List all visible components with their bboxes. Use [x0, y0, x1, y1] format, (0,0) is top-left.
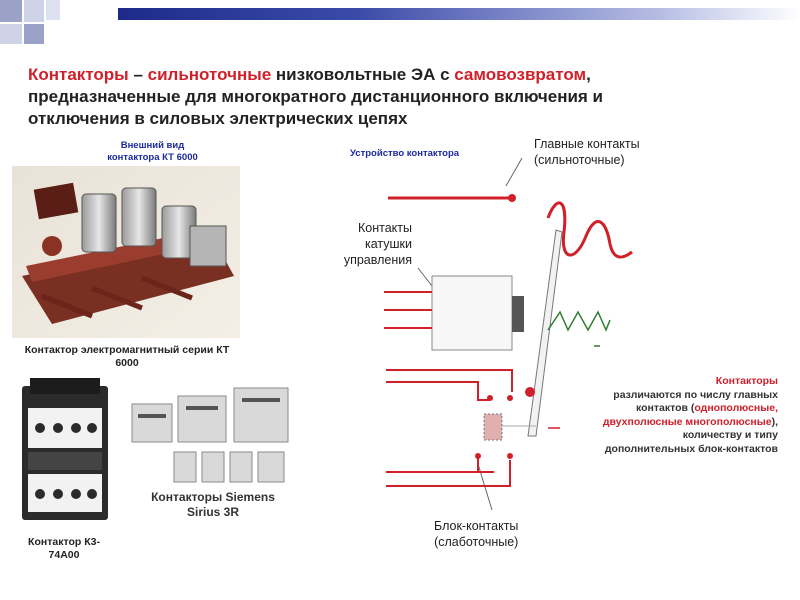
note-text2: ), количеству и типу дополнительных блок… [604, 415, 778, 455]
main-contacts-line1: Главные контакты [534, 137, 640, 151]
main-contacts-label: Главные контакты (сильноточные) [534, 136, 640, 168]
note-pole-types: однополюсные, двухполюсные многополюсные [602, 402, 778, 428]
header-square [0, 24, 22, 44]
block-label-line2: (слаботочные) [434, 535, 519, 549]
title-line2: предназначенные для многократного дистан… [28, 87, 604, 106]
coil-box [431, 275, 513, 351]
arc-wave [546, 201, 633, 259]
header-square [24, 0, 44, 22]
main-contacts-line2: (сильноточные) [534, 153, 625, 167]
coil-label-line3: управления [343, 253, 412, 267]
block-contacts-label: Блок-контакты (слаботочные) [434, 518, 518, 550]
header-square [46, 0, 60, 20]
aux-contact-block [483, 413, 503, 441]
k3-photo [18, 378, 110, 526]
note-paren: ( [690, 402, 695, 415]
spring-icon [547, 310, 611, 332]
title-comma: , [586, 65, 591, 84]
title-line3: отключения в силовых электрических цепях [28, 109, 408, 128]
header-square [0, 0, 22, 22]
note-contactors: Контакторы [715, 375, 778, 387]
moving-lever [527, 229, 563, 437]
note-text1: различаются по числу главных контактов [613, 388, 778, 415]
siemens-photo [130, 386, 290, 486]
appearance-caption: Внешний вид контактора КТ 6000 [107, 140, 198, 163]
k3-caption: Контактор К3-74А00 [28, 536, 100, 561]
title-self-return: самовозвратом [454, 65, 587, 84]
device-caption: Устройство контактора [350, 148, 460, 159]
coil-contacts-label: Контакты катушки управления [318, 220, 412, 268]
coil-label-line2: катушки [364, 237, 412, 251]
coil-label-line1: Контакты [358, 221, 412, 235]
title-high-current: сильноточные [147, 65, 272, 84]
kt6000-caption: Контактор электромагнитный серии КТ 6000 [24, 344, 230, 369]
kt6000-photo [12, 166, 240, 338]
siemens-caption: Контакторы Siemens Sirius 3R [151, 490, 275, 519]
header-bar [118, 8, 800, 20]
block-label-line1: Блок-контакты [434, 519, 519, 533]
title-text: низковольтные ЭА с [271, 65, 455, 84]
header-square [24, 24, 44, 44]
classification-note: Контакторы различаются по числу главных … [598, 375, 778, 457]
slide-title: Контакторы – сильноточные низковольтные … [28, 64, 788, 130]
title-dash: – [128, 65, 148, 84]
armature [512, 296, 524, 332]
title-contactors: Контакторы [28, 65, 129, 84]
